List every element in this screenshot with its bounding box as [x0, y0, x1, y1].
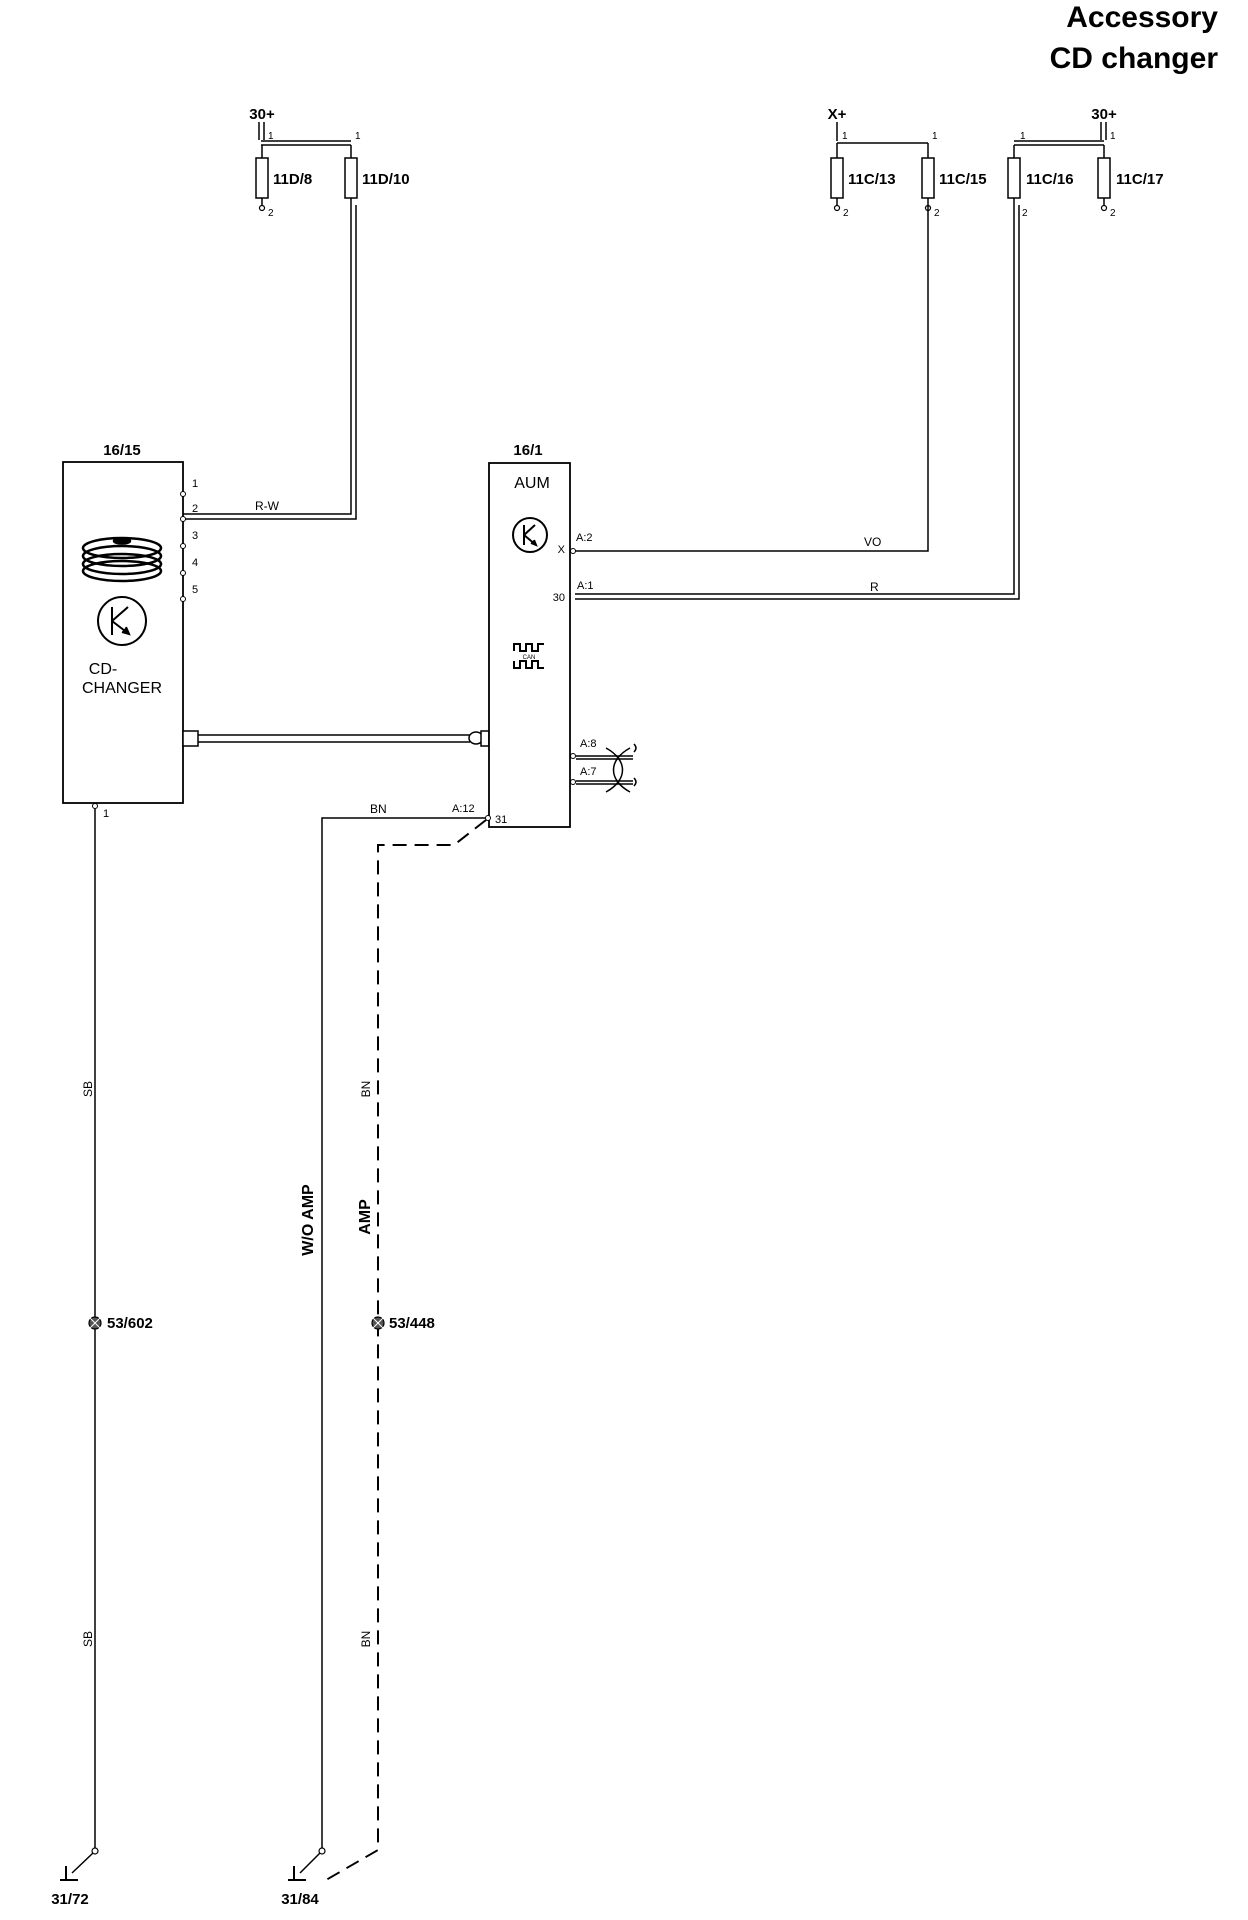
transistor-icon — [97, 596, 147, 646]
fuse-label: 11C/16 — [1026, 171, 1074, 188]
aum-x-pin: X — [558, 544, 566, 556]
supply-30-left: 30+ — [249, 106, 275, 123]
fuse-label: 11D/8 — [273, 171, 312, 188]
svg-text:2: 2 — [1022, 208, 1028, 219]
wire-label-bn-top: BN — [370, 802, 387, 816]
svg-text:1: 1 — [355, 131, 361, 142]
speaker-output-a7: A:7 — [570, 766, 633, 785]
wire-r-w — [183, 205, 357, 520]
cd-changer-pins: 1 2 3 4 5 — [180, 478, 198, 602]
svg-text:3: 3 — [192, 530, 198, 542]
can-label: CAN — [523, 655, 536, 661]
svg-text:1: 1 — [842, 131, 848, 142]
splice-53-602 — [88, 1316, 102, 1330]
fuse-label: 11C/17 — [1116, 171, 1164, 188]
svg-text:2: 2 — [934, 208, 940, 219]
wire-label-sb-2: SB — [81, 1631, 95, 1647]
aum-30-conn: A:1 — [577, 580, 594, 592]
aum-gnd-pin: 31 — [495, 814, 507, 826]
svg-text:A:7: A:7 — [580, 766, 597, 778]
wire-label-r: R — [870, 580, 879, 594]
bus-connector — [182, 730, 490, 747]
wire-bn-amp-dashed — [325, 819, 487, 1881]
wire-label-bn-2: BN — [359, 1631, 373, 1648]
ground-label-1: 31/72 — [51, 1891, 89, 1908]
cd-changer-label-1: CD- — [89, 661, 117, 678]
wire-label-vo: VO — [864, 535, 881, 549]
wire-bn — [321, 817, 486, 1848]
ground-label-2: 31/84 — [281, 1891, 319, 1908]
wire-label-bn-1: BN — [359, 1081, 373, 1098]
splice-label-2: 53/448 — [389, 1315, 435, 1332]
aum-x-conn: A:2 — [576, 532, 593, 544]
speaker-output-a8: A:8 — [570, 738, 633, 760]
aum-label: AUM — [514, 475, 550, 492]
ground-31-72 — [60, 1847, 99, 1881]
aum-id: 16/1 — [513, 442, 542, 459]
svg-text:5: 5 — [192, 584, 198, 596]
svg-text:1: 1 — [192, 478, 198, 490]
svg-text:4: 4 — [192, 557, 198, 569]
aum-30-pin: 30 — [553, 592, 565, 604]
wire-r — [575, 205, 1020, 600]
cd-changer-gnd-pin: 1 — [103, 808, 109, 820]
transistor-icon — [512, 517, 548, 553]
fuse-11c-17: 1 2 11C/17 — [1097, 131, 1164, 219]
wire-label-amp: AMP — [357, 1199, 374, 1235]
aum-gnd-conn: A:12 — [452, 803, 475, 815]
cd-stack-icon — [81, 536, 163, 583]
svg-text:2: 2 — [192, 503, 198, 515]
wire-label-sb-1: SB — [81, 1081, 95, 1097]
svg-text:2: 2 — [1110, 208, 1116, 219]
supply-30-right: 30+ — [1091, 106, 1117, 123]
wire-label-wo-amp: W/O AMP — [300, 1184, 317, 1256]
fuse-11c-15: 1 2 11C/15 — [921, 131, 987, 219]
fuse-label: 11C/15 — [939, 171, 987, 188]
wire-vo — [575, 205, 929, 552]
splice-53-448 — [371, 1316, 385, 1330]
can-bus-icon — [513, 643, 544, 669]
svg-text:1: 1 — [1020, 131, 1026, 142]
twisted-pair-icon — [605, 743, 637, 793]
svg-text:2: 2 — [843, 208, 849, 219]
ground-31-84 — [288, 1847, 326, 1881]
fuse-11d-10: 1 11D/10 — [344, 131, 410, 205]
wire-label-r-w: R-W — [255, 499, 280, 513]
cd-changer-id: 16/15 — [103, 442, 141, 459]
supply-x: X+ — [828, 106, 847, 123]
svg-text:1: 1 — [268, 131, 274, 142]
splice-label-1: 53/602 — [107, 1315, 153, 1332]
fuse-11c-13: 1 2 11C/13 — [830, 131, 896, 219]
svg-text:A:8: A:8 — [580, 738, 597, 750]
svg-text:2: 2 — [268, 208, 274, 219]
fuse-11c-16: 1 2 11C/16 — [1007, 131, 1074, 219]
fuse-11d-8: 1 2 11D/8 — [255, 131, 312, 219]
cd-changer-label-2: CHANGER — [82, 680, 162, 697]
title-line2: CD changer — [1050, 42, 1219, 75]
title-line1: Accessory — [1066, 1, 1218, 34]
fuse-label: 11C/13 — [848, 171, 896, 188]
svg-text:1: 1 — [932, 131, 938, 142]
fuse-label: 11D/10 — [362, 171, 410, 188]
wire-r — [575, 205, 1015, 595]
svg-text:1: 1 — [1110, 131, 1116, 142]
wire-r-w — [183, 205, 352, 515]
